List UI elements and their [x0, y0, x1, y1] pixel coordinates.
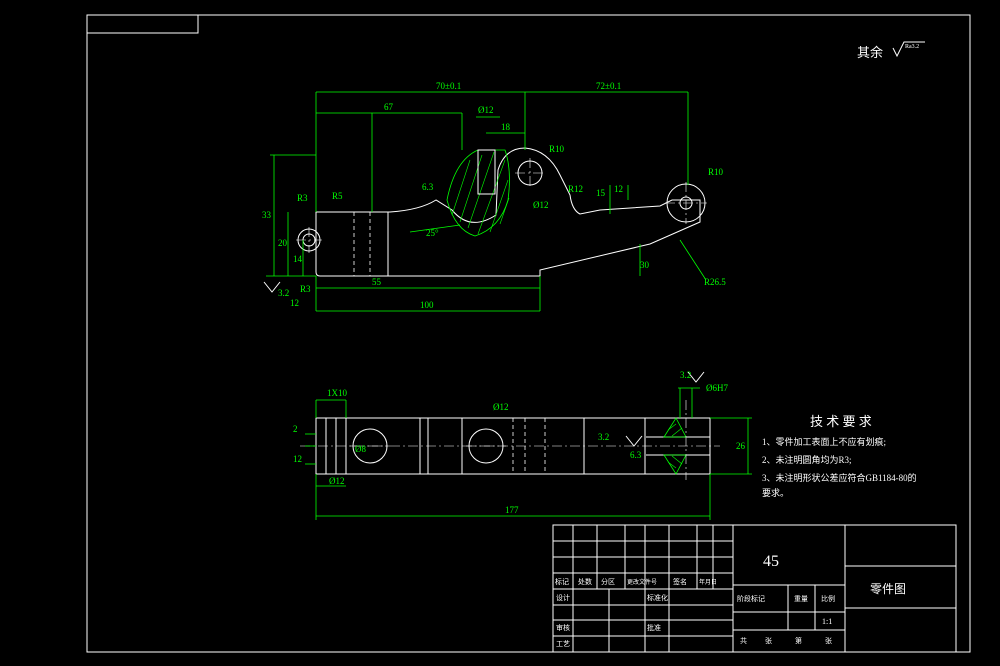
dim-r12: R12	[568, 184, 583, 194]
dim-12-left: 12	[290, 298, 299, 308]
tech-req-item-3: 3、未注明形状公差应符合GB1184-80的	[762, 472, 917, 483]
dim-67: 67	[384, 102, 394, 112]
label-no: 第	[795, 636, 802, 645]
dim-phi12-a: Ø12	[493, 402, 509, 412]
label-weight: 重量	[794, 595, 808, 603]
dim-r10-b: R10	[708, 167, 724, 177]
label-approve: 批准	[647, 623, 661, 632]
dim-15: 15	[596, 188, 606, 198]
dim-55: 55	[372, 277, 382, 287]
dim-18: 18	[501, 122, 511, 132]
dim-angle-25: 25°	[426, 228, 439, 238]
dim-2: 2	[293, 424, 298, 434]
label-doc: 更改文件号	[627, 578, 657, 586]
dim-20: 20	[278, 238, 288, 248]
dim-r10-a: R10	[549, 144, 565, 154]
dim-phi12-top: Ø12	[478, 105, 494, 115]
drawing-name: 零件图	[870, 582, 906, 596]
bottom-view	[300, 400, 720, 480]
scale-value: 1:1	[822, 617, 832, 626]
label-ratio: 比例	[821, 594, 835, 603]
dim-phi12-b: Ø12	[329, 476, 345, 486]
dim-177: 177	[505, 505, 519, 515]
label-craft: 工艺	[556, 640, 570, 648]
label-page: 张	[765, 636, 772, 645]
surface-note-symbol: Ra3.2	[905, 44, 919, 50]
dim-phi8: Ø8	[355, 444, 366, 454]
bottom-view-dimensions: 1X10 Ø12 2 12 Ø12 Ø8 177 Ø6H7 26 3.2 6.3…	[293, 370, 752, 520]
label-zone: 分区	[601, 577, 615, 586]
dim-12-mid: 12	[614, 184, 623, 194]
dim-30: 30	[640, 260, 650, 270]
label-mark: 标记	[555, 577, 569, 586]
dim-26: 26	[736, 441, 746, 451]
roughness-bottom-icon	[625, 371, 705, 447]
dim-phi6h7: Ø6H7	[706, 383, 728, 393]
roughness-left-value: 3.2	[278, 288, 289, 298]
roughness-d-value: 3.2	[680, 370, 691, 380]
dim-r3-bottom: R3	[300, 284, 311, 294]
tech-req-item-1: 1、零件加工表面上不应有划痕;	[762, 436, 886, 447]
dim-14: 14	[293, 254, 303, 264]
dim-6-3: 6.3	[422, 182, 434, 192]
tech-req-title: 技 术 要 求	[810, 414, 872, 429]
label-count: 处数	[578, 577, 592, 586]
label-std: 标准化	[647, 593, 668, 602]
dim-12-b: 12	[293, 454, 302, 464]
dim-phi12-mid: Ø12	[533, 200, 549, 210]
dim-33: 33	[262, 210, 272, 220]
roughness-left-icon	[263, 281, 281, 293]
dim-70: 70±0.1	[436, 81, 461, 91]
roughness-b-value: 3.2	[598, 432, 609, 442]
label-date: 年月日	[699, 578, 717, 586]
roughness-symbol-icon	[892, 41, 925, 58]
label-design: 设计	[556, 593, 570, 602]
material: 45	[763, 553, 779, 570]
label-page-2: 张	[825, 636, 832, 645]
surface-note-label: 其余	[857, 45, 883, 60]
tech-req-item-2: 2、未注明圆角均为R3;	[762, 454, 852, 465]
dim-r26-5: R26.5	[704, 277, 726, 287]
dim-72: 72±0.1	[596, 81, 621, 91]
tech-requirements: 技 术 要 求 1、零件加工表面上不应有划痕; 2、未注明圆角均为R3; 3、未…	[762, 414, 917, 498]
front-view-dimensions: 70±0.1 72±0.1 67 Ø12 18 R10 R10 R3 R5 33…	[262, 81, 726, 312]
dim-r5: R5	[332, 191, 343, 201]
label-total: 共	[740, 636, 747, 645]
code-box	[86, 14, 199, 34]
dim-1x10: 1X10	[327, 388, 347, 398]
dim-100: 100	[420, 300, 434, 310]
roughness-c-value: 6.3	[630, 450, 642, 460]
label-review: 审核	[556, 623, 570, 632]
dim-r3: R3	[297, 193, 308, 203]
title-block: 45 零件图 1:1 标记 处数 分区 更改文件号 签名 年月日 设计 标准化 …	[552, 524, 957, 653]
front-view	[296, 147, 707, 277]
label-stage: 阶段标记	[737, 594, 765, 603]
label-sign: 签名	[673, 577, 687, 586]
tech-req-item-4: 要求。	[762, 487, 789, 498]
drawing-frame	[86, 14, 971, 653]
